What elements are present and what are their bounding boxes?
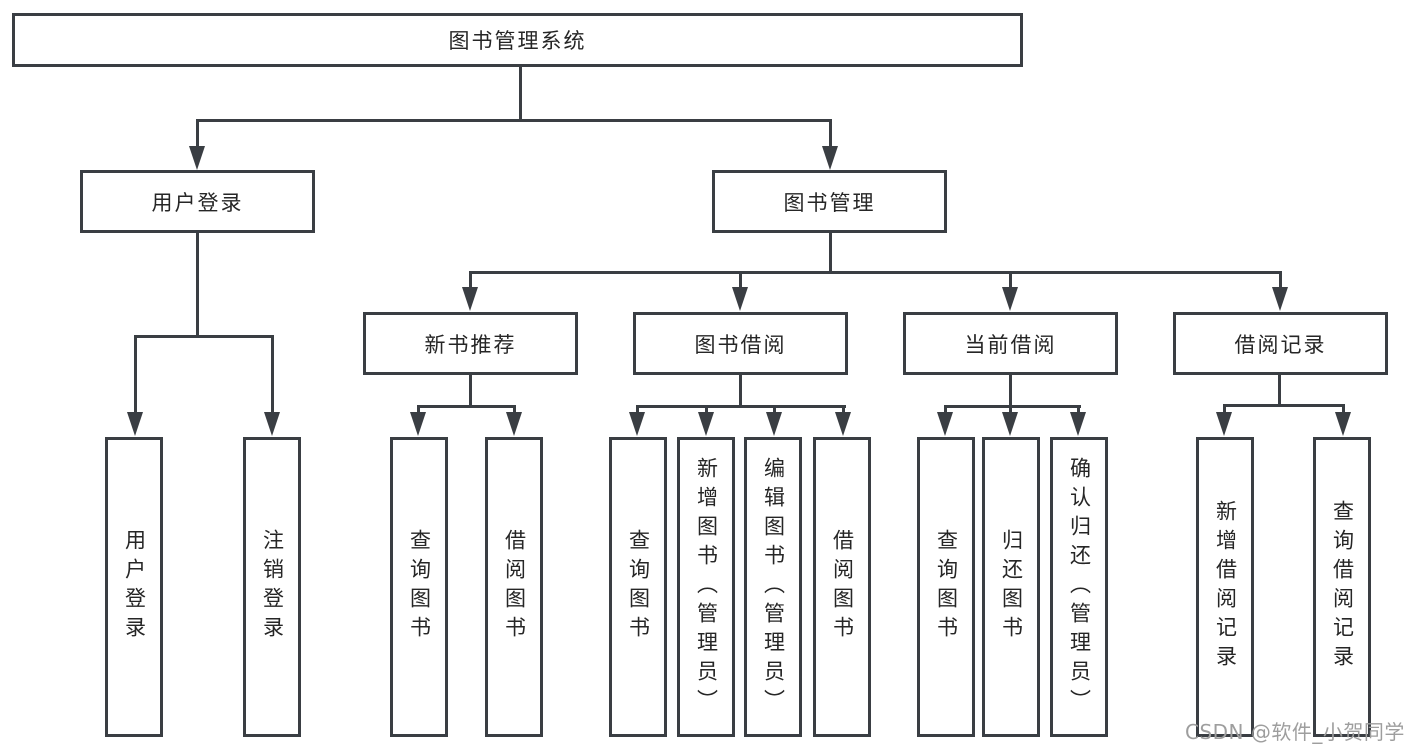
connector-line	[738, 272, 742, 290]
leaf-br-query-borrow-record: 查询借阅记录	[1313, 437, 1371, 737]
arrowhead-icon	[410, 412, 426, 436]
watermark-text: CSDN @软件_小贺同学	[1185, 720, 1405, 744]
node-borrowing-records: 借阅记录	[1173, 312, 1388, 375]
leaf-cb-confirm-return-admin: 确认归还（管理员）	[1050, 437, 1108, 737]
connector-line	[195, 232, 199, 336]
connector-line	[1341, 406, 1345, 414]
connector-line	[1008, 375, 1012, 407]
connector-line	[195, 120, 199, 152]
arrowhead-icon	[1002, 287, 1018, 311]
leaf-br-add-borrow-record: 新增借阅记录	[1196, 437, 1254, 737]
connector-line	[635, 405, 846, 408]
connector-line	[1008, 407, 1012, 415]
arrowhead-icon	[629, 412, 645, 436]
arrowhead-icon	[766, 412, 782, 436]
leaf-bb-edit-books-admin: 编辑图书（管理员）	[744, 437, 802, 737]
node-book-management: 图书管理	[712, 170, 947, 233]
leaf-cb-return-books: 归还图书	[982, 437, 1040, 737]
connector-line	[416, 405, 516, 408]
connector-line	[943, 407, 947, 415]
connector-line	[828, 120, 832, 152]
arrowhead-icon	[1070, 412, 1086, 436]
leaf-logout-login: 注销登录	[243, 437, 301, 737]
connector-line	[133, 336, 137, 416]
leaf-nb-borrow-books: 借阅图书	[485, 437, 543, 737]
connector-line	[468, 272, 472, 290]
arrowhead-icon	[506, 412, 522, 436]
connector-line	[1278, 272, 1282, 290]
arrowhead-icon	[264, 412, 280, 436]
connector-line	[518, 67, 522, 120]
connector-line	[1277, 375, 1281, 406]
arrowhead-icon	[189, 146, 205, 170]
leaf-nb-query-books: 查询图书	[390, 437, 448, 737]
leaf-user-login: 用户登录	[105, 437, 163, 737]
arrowhead-icon	[698, 412, 714, 436]
connector-line	[468, 270, 1282, 274]
node-user-login-group: 用户登录	[80, 170, 315, 233]
connector-line	[841, 407, 845, 415]
connector-line	[468, 374, 472, 407]
connector-line	[635, 407, 639, 415]
connector-line	[1008, 272, 1012, 290]
connector-line	[133, 334, 274, 338]
connector-line	[943, 405, 1081, 408]
connector-line	[772, 407, 776, 415]
connector-line	[1076, 407, 1080, 415]
arrowhead-icon	[127, 412, 143, 436]
arrowhead-icon	[937, 412, 953, 436]
connector-line	[828, 232, 832, 273]
connector-line	[416, 407, 420, 415]
arrowhead-icon	[1335, 412, 1351, 436]
connector-line	[1222, 404, 1345, 407]
connector-line	[512, 407, 516, 415]
node-library-system: 图书管理系统	[12, 13, 1023, 67]
arrowhead-icon	[462, 287, 478, 311]
arrowhead-icon	[822, 146, 838, 170]
leaf-bb-add-books-admin: 新增图书（管理员）	[677, 437, 735, 737]
arrowhead-icon	[732, 287, 748, 311]
connector-line	[1222, 406, 1226, 414]
leaf-bb-borrow-books: 借阅图书	[813, 437, 871, 737]
arrowhead-icon	[1272, 287, 1288, 311]
leaf-bb-query-books: 查询图书	[609, 437, 667, 737]
node-current-borrowing: 当前借阅	[903, 312, 1118, 375]
arrowhead-icon	[835, 412, 851, 436]
node-new-book-recommendation: 新书推荐	[363, 312, 578, 375]
arrowhead-icon	[1216, 412, 1232, 436]
connector-line	[738, 375, 742, 407]
connector-line	[704, 407, 708, 415]
connector-line	[195, 118, 832, 122]
node-book-borrowing: 图书借阅	[633, 312, 848, 375]
connector-line	[270, 336, 274, 416]
leaf-cb-query-books: 查询图书	[917, 437, 975, 737]
arrowhead-icon	[1002, 412, 1018, 436]
